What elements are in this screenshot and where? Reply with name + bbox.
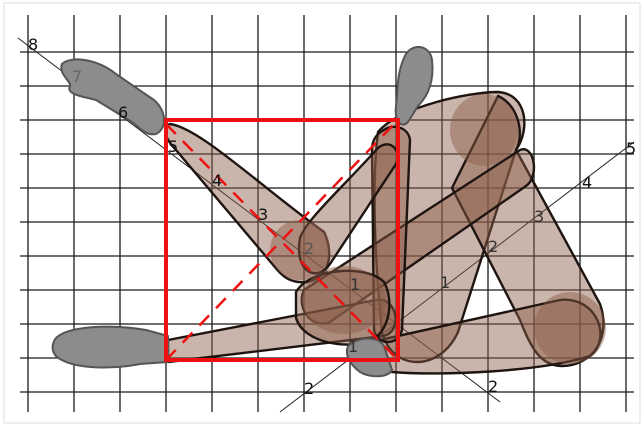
diag-b-label: 2 [304, 379, 314, 398]
knee-joint [534, 292, 606, 364]
diag-a-label: 4 [212, 171, 222, 190]
diag-a-label: 7 [72, 67, 82, 86]
diag-a-label: 1 [350, 275, 360, 294]
diag-b-label: 1 [348, 337, 358, 356]
foot-bottom-left-icon [53, 327, 168, 368]
diag-a-label: 8 [28, 35, 38, 54]
diag-a-label: 6 [118, 103, 128, 122]
diag-b-label: 1 [440, 273, 450, 292]
hip-joint [302, 266, 386, 334]
diag-b-label: 3 [534, 207, 544, 226]
elbow-joint [270, 220, 330, 280]
diag-b-label: 5 [626, 139, 636, 158]
rear-knee-joint [450, 94, 518, 166]
diag-a-label: 5 [168, 137, 178, 156]
diag-b-label: 2 [488, 237, 498, 256]
diag-a-label: 2 [304, 239, 314, 258]
diag-b-label: 4 [582, 173, 592, 192]
diag-a-label: 3 [258, 205, 268, 224]
diag-a-end-label: 2 [488, 377, 498, 396]
